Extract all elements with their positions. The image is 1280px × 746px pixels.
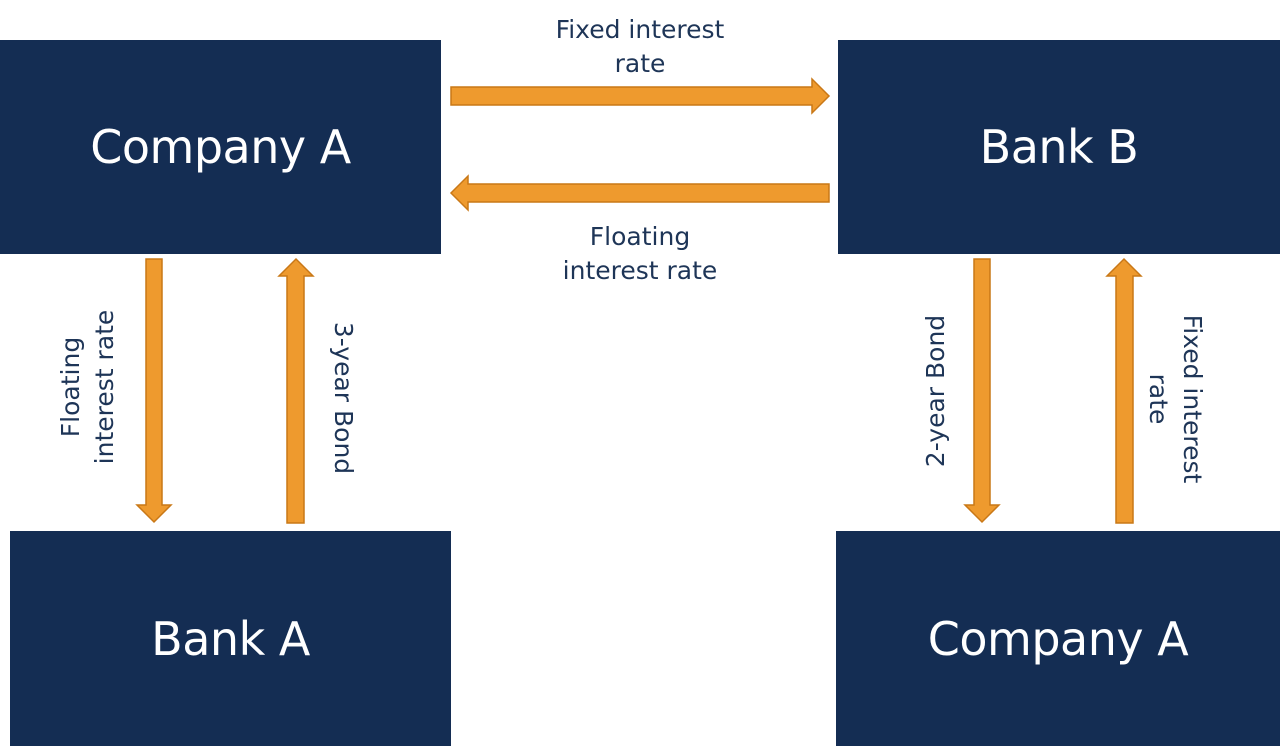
arrow-floating-to-company-a	[449, 174, 830, 212]
top-floating-interest-label: Floating interest rate	[562, 222, 718, 285]
company-a-bottom-label: Company A	[927, 611, 1189, 666]
bank-a-box: Bank A	[10, 531, 451, 746]
arrow-fixed-to-bank-b-vertical	[1105, 257, 1143, 524]
company-a-bottom-box: Company A	[836, 531, 1280, 746]
bank-b-box: Bank B	[838, 40, 1280, 254]
bank-b-label: Bank B	[979, 120, 1139, 174]
company-a-top-label: Company A	[90, 120, 351, 174]
arrow-bond-to-company-a-bottom	[963, 258, 1001, 524]
top-fixed-interest-label: Fixed interest rate	[555, 15, 725, 78]
arrow-floating-to-bank-a	[135, 258, 173, 524]
left-floating-interest-label: Floating interest rate	[56, 309, 119, 465]
arrow-fixed-to-bank-b	[450, 77, 831, 115]
arrow-bond-to-company-a	[277, 257, 315, 524]
company-a-top-box: Company A	[0, 40, 441, 254]
three-year-bond-label: 3-year Bond	[329, 321, 358, 475]
two-year-bond-label: 2-year Bond	[921, 314, 950, 468]
bank-a-label: Bank A	[151, 611, 310, 666]
right-fixed-interest-label: Fixed interest rate	[1144, 314, 1207, 484]
